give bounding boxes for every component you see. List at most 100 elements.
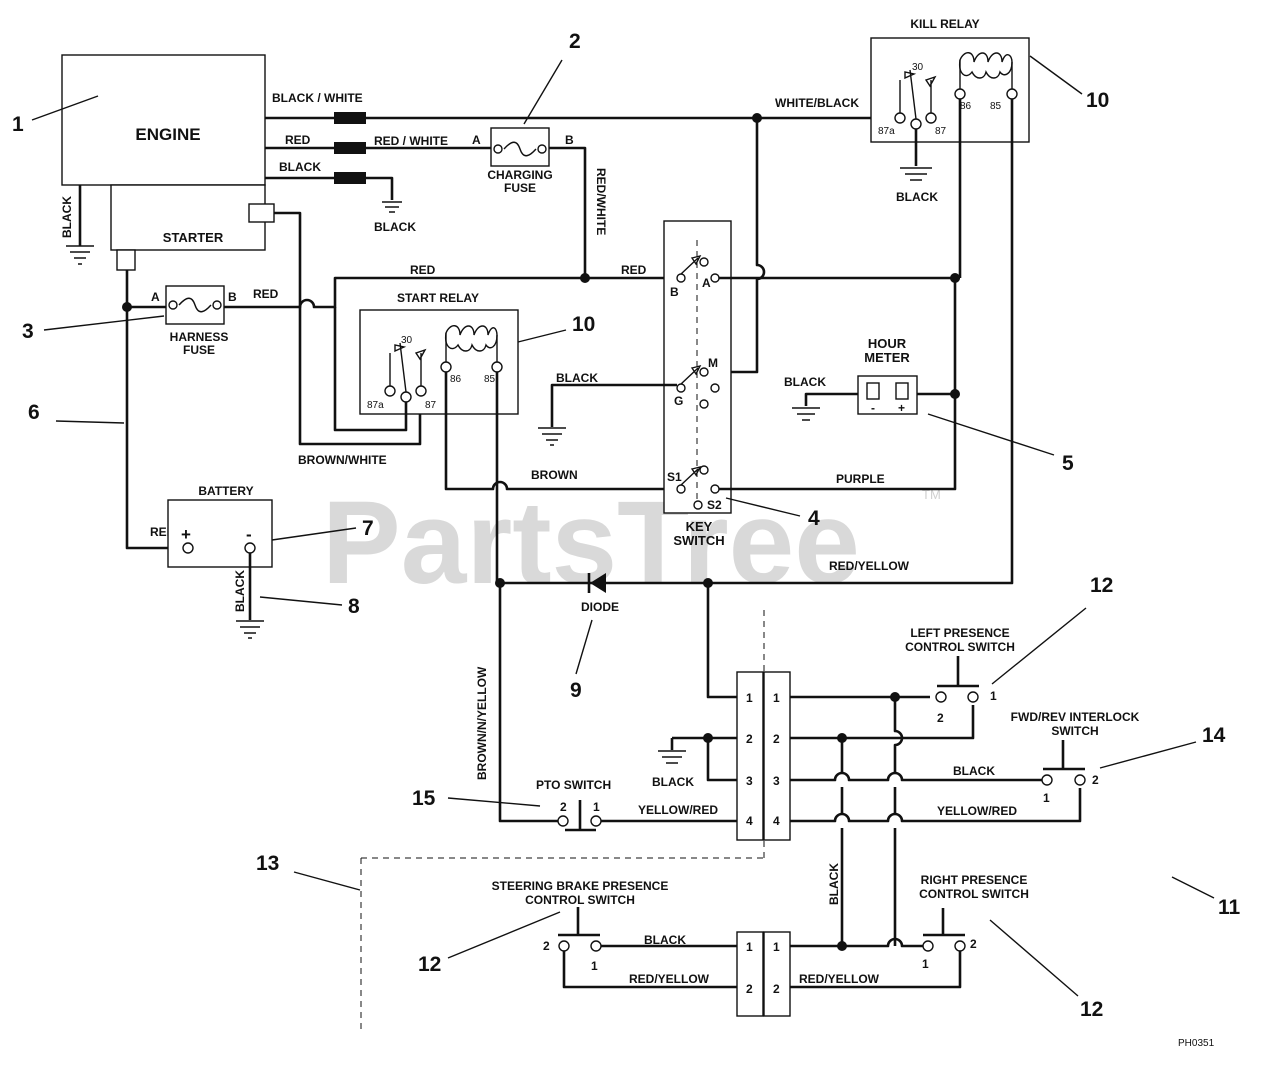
callout-10-start: 10 [572,313,595,336]
callout-12-right: 12 [1080,998,1103,1021]
connector2-pin-2-right: 2 [773,982,780,996]
wire-label-red-harness: RED [253,287,279,301]
kill-relay-pin-87: 87 [935,126,947,137]
kill-relay-pin-85: 85 [990,101,1002,112]
key-switch-pin-s2: S2 [707,498,722,512]
pto-pin-1: 1 [593,800,600,814]
key-switch-pin-a: A [702,276,711,290]
wire-label-black-fwd: BLACK [953,764,995,778]
wire-label-red-top: RED [410,263,436,277]
key-switch-label-1: KEY [686,519,713,534]
connector2-pin-1-right: 1 [773,940,780,954]
connector-pin-3-left: 3 [746,774,753,788]
battery-label: BATTERY [198,484,253,498]
harness-fuse: A B HARNESS FUSE [151,285,237,357]
wire-label-black-hour: BLACK [784,375,826,389]
right-presence-label-2: CONTROL SWITCH [919,887,1029,901]
connector2-pin-2-left: 2 [746,982,753,996]
wire-label-red-key: RED [621,263,647,277]
connector-pin-1-right: 1 [773,691,780,705]
wire-label-black-engine: BLACK [279,160,321,174]
left-presence-label-2: CONTROL SWITCH [905,640,1015,654]
wire-label-red-engine: RED [285,133,311,147]
hour-meter-plus: + [898,401,905,415]
callout-10-kill: 10 [1086,89,1109,112]
fwd-rev-label-2: SWITCH [1051,724,1098,738]
kill-relay-pin-87a: 87a [878,126,895,137]
engine-label: ENGINE [135,125,200,144]
drawing-id: PH0351 [1178,1038,1215,1049]
hour-meter-minus: - [871,401,875,415]
steering-brake-label-2: CONTROL SWITCH [525,893,635,907]
left-presence-pin-1: 1 [990,689,997,703]
callout-7: 7 [362,517,374,540]
wire-label-yellow-red-fwd: YELLOW/RED [937,804,1017,818]
wire-label-black-vertical: BLACK [827,863,841,905]
callout-6: 6 [28,401,40,424]
callout-12-steering: 12 [418,953,441,976]
pto-switch-label: PTO SWITCH [536,778,611,792]
steering-brake-label-1: STEERING BRAKE PRESENCE [492,879,669,893]
starter: STARTER [110,184,275,271]
charging-fuse: A B CHARGING FUSE [472,127,574,195]
key-switch-label-2: SWITCH [673,533,724,548]
callout-15: 15 [412,787,436,810]
start-relay-pin-86: 86 [450,374,462,385]
callout-4: 4 [808,507,820,530]
start-relay-pin-87a: 87a [367,400,384,411]
key-switch: B A M G S1 S2 KEY SWITCH [663,220,732,548]
start-relay-pin-87: 87 [425,400,437,411]
callout-2: 2 [569,30,581,53]
right-presence-pin-1: 1 [922,957,929,971]
steering-brake-presence-switch: STEERING BRAKE PRESENCE CONTROL SWITCH 2… [492,879,669,973]
key-switch-pin-g: G [674,394,683,408]
wire-label-black-key: BLACK [556,371,598,385]
watermark-trademark: TM [922,487,941,502]
fwd-rev-label-1: FWD/REV INTERLOCK [1011,710,1140,724]
start-relay-label: START RELAY [397,291,479,305]
key-switch-pin-b: B [670,285,679,299]
right-presence-pin-2: 2 [970,937,977,951]
callout-1: 1 [12,113,24,136]
start-relay-pin-85: 85 [484,374,496,385]
battery-plus: + [181,525,191,544]
watermark: PartsTree [322,477,860,609]
callout-9: 9 [570,679,582,702]
key-switch-pin-m: M [708,356,718,370]
connector-4-pin: 1 1 2 2 3 3 4 4 [736,671,791,841]
wire-label-red-yellow-right: RED/YELLOW [799,972,880,986]
kill-relay: KILL RELAY 30 87a 87 86 85 [870,17,1030,143]
kill-relay-pin-86: 86 [960,101,972,112]
fwd-rev-interlock-switch: FWD/REV INTERLOCK SWITCH 1 2 [1011,710,1140,805]
engine: ENGINE [61,54,266,186]
right-presence-switch: RIGHT PRESENCE CONTROL SWITCH 1 2 [919,873,1029,971]
wire-label-brown: BROWN [531,468,578,482]
callout-11: 11 [1218,896,1241,919]
charging-fuse-pin-a: A [472,133,481,147]
steering-brake-pin-2: 2 [543,939,550,953]
wire-label-brown-n-yellow: BROWN/N/YELLOW [475,666,489,780]
connector-pin-2-right: 2 [773,732,780,746]
callout-14: 14 [1202,724,1226,747]
wire-label-black-battery: BLACK [233,570,247,612]
charging-fuse-label-1: CHARGING [487,168,552,182]
battery-minus: - [246,525,252,544]
connector-2-pin: 1 1 2 2 [736,931,791,1017]
diode-label: DIODE [581,600,619,614]
callout-12-left: 12 [1090,574,1113,597]
start-relay-pin-30: 30 [401,335,413,346]
callouts: 1 2 3 4 5 6 7 8 9 10 10 11 12 12 12 13 1… [12,30,1241,1021]
hour-meter-label-2: METER [864,350,910,365]
callout-3: 3 [22,320,34,343]
wire-label-black-white: BLACK / WHITE [272,91,363,105]
wire-label-red-yellow-steering: RED/YELLOW [629,972,710,986]
harness-fuse-pin-a: A [151,290,160,304]
starter-label: STARTER [163,230,224,245]
kill-relay-pin-30: 30 [912,62,924,73]
connector-pin-2-left: 2 [746,732,753,746]
wire-label-red-white: RED / WHITE [374,134,448,148]
wire-label-white-black: WHITE/BLACK [775,96,859,110]
left-presence-label-1: LEFT PRESENCE [910,626,1009,640]
wire-label-black-ground: BLACK [374,220,416,234]
